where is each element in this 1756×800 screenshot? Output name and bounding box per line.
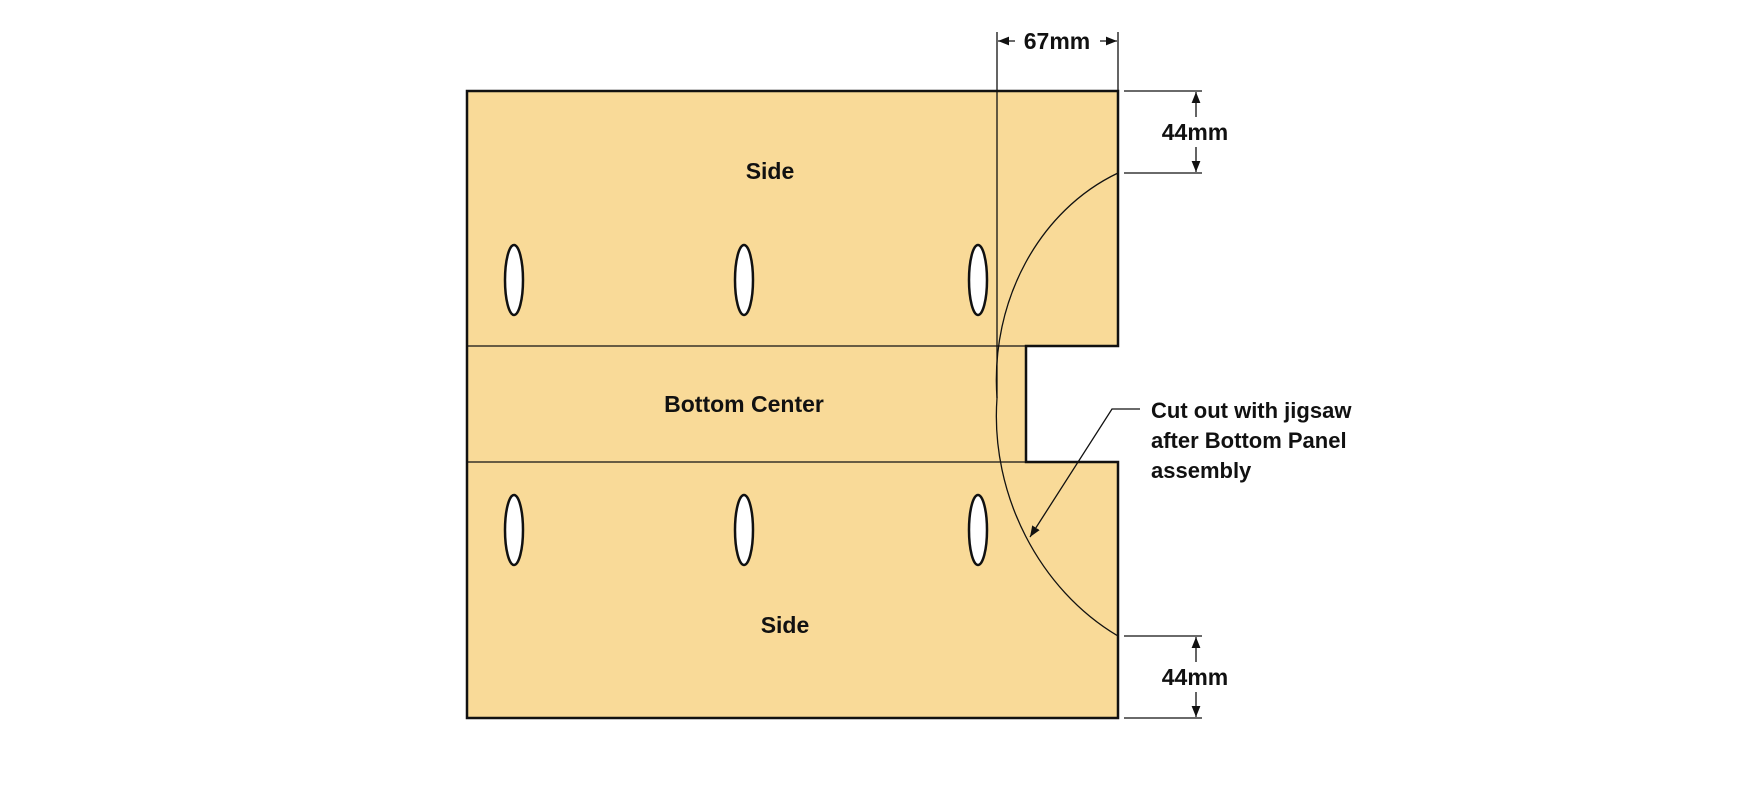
biscuit-hole	[733, 243, 755, 317]
biscuit-hole	[967, 493, 989, 567]
dimension-67mm	[996, 32, 1119, 398]
biscuit-hole	[967, 243, 989, 317]
biscuit-hole	[733, 493, 755, 567]
note-line-2: after Bottom Panel	[1151, 428, 1347, 453]
dimension-label-width: 67mm	[1024, 28, 1090, 54]
dimension-44mm-bottom	[1124, 635, 1202, 719]
cutout-arc	[995, 172, 1119, 637]
cutout-note: Cut out with jigsaw after Bottom Panel a…	[1151, 398, 1352, 483]
note-line-3: assembly	[1151, 458, 1252, 483]
part-label-side-bottom: Side	[761, 612, 810, 638]
part-label-side-top: Side	[746, 158, 795, 184]
dimension-44mm-top	[1124, 90, 1202, 174]
biscuit-holes	[503, 243, 989, 567]
note-leader-line	[1029, 408, 1140, 538]
biscuit-hole	[503, 243, 525, 317]
note-line-1: Cut out with jigsaw	[1151, 398, 1352, 423]
dimension-label-top: 44mm	[1162, 119, 1228, 145]
dimension-label-bottom: 44mm	[1162, 664, 1228, 690]
biscuit-hole	[503, 493, 525, 567]
part-label-bottom-center: Bottom Center	[664, 391, 824, 417]
